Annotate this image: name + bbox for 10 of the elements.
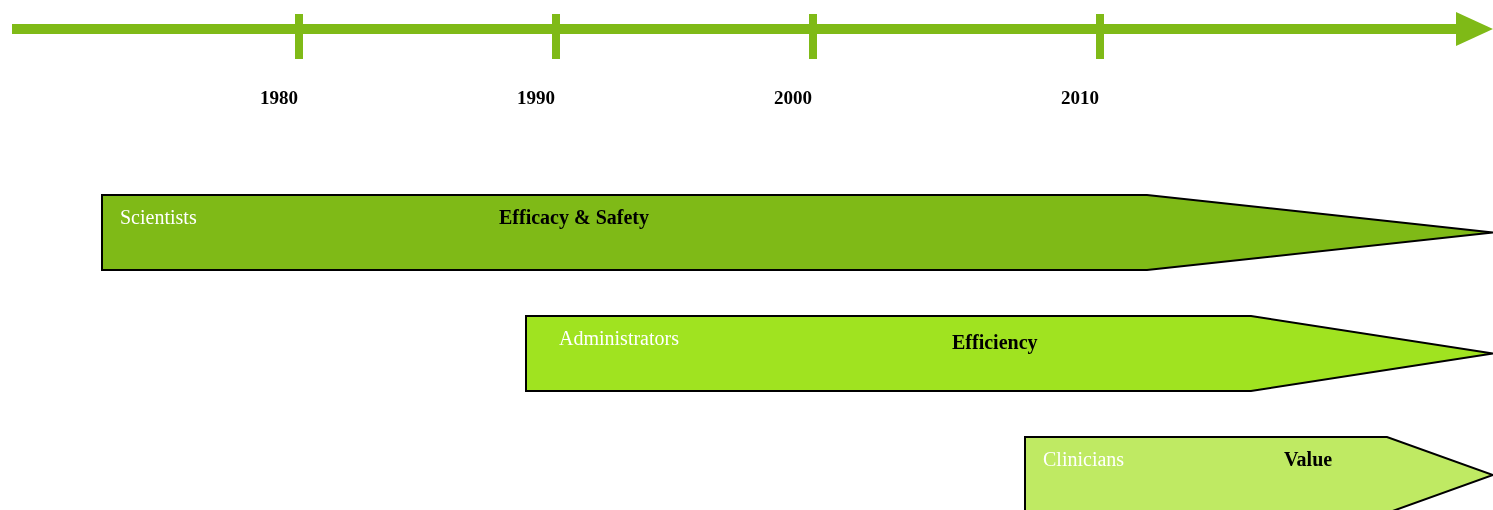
group-label: Administrators — [559, 326, 679, 350]
year-label: 1980 — [260, 87, 298, 109]
group-label: Scientists — [120, 205, 197, 229]
year-label: 1990 — [517, 87, 555, 109]
theme-label: Efficacy & Safety — [499, 205, 649, 229]
year-label: 2010 — [1061, 87, 1099, 109]
group-label: Clinicians — [1043, 447, 1125, 471]
theme-label: Efficiency — [952, 330, 1038, 354]
theme-label: Value — [1284, 447, 1333, 471]
year-label: 2000 — [774, 87, 812, 109]
